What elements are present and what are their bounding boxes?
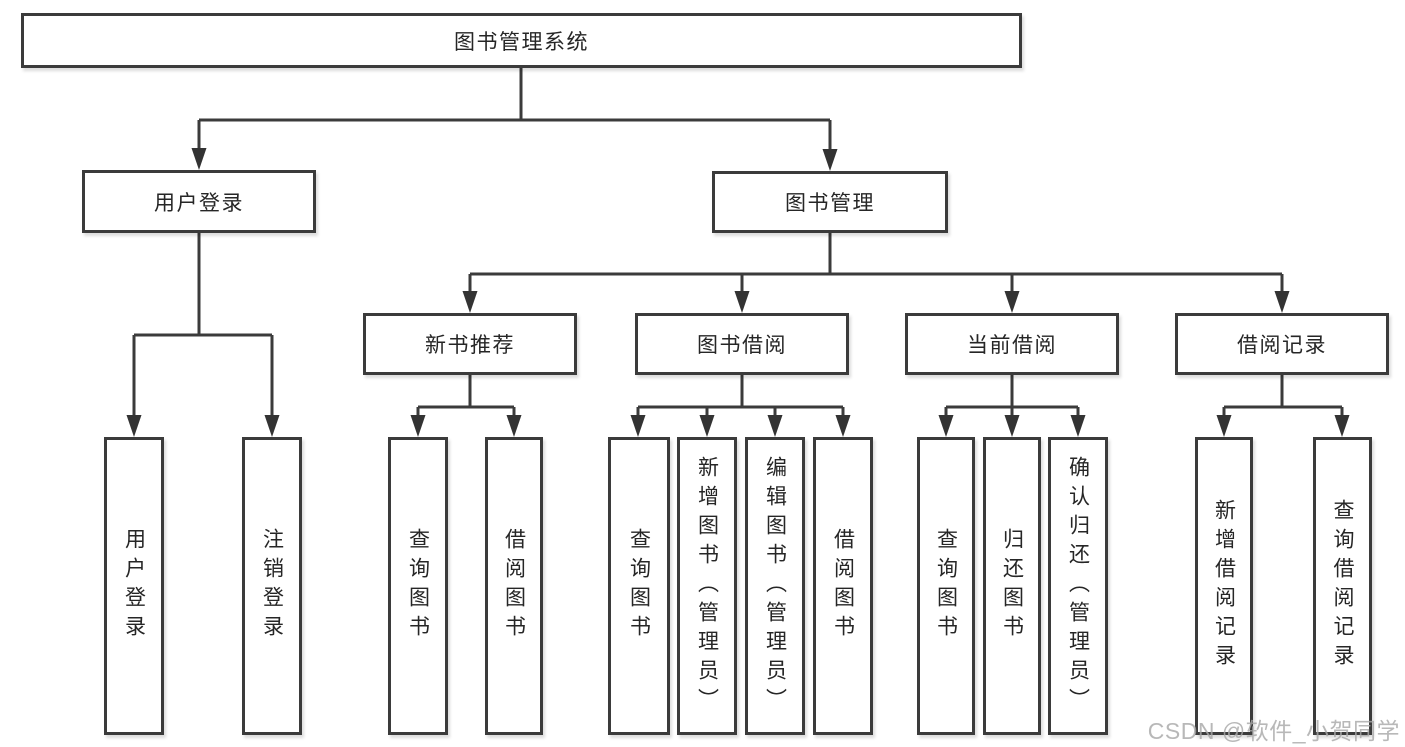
connector-line [468,233,1284,294]
node-label: 查询图书 [627,528,651,644]
connector-line [636,375,845,418]
leaf-user-login: 用户登录 [104,437,164,735]
leaf-query-books-current: 查询图书 [917,437,975,735]
leaf-edit-books-admin: 编辑图书（管理员） [745,437,805,735]
arrow-down-icon [630,415,646,437]
arrow-down-icon [1070,415,1086,437]
leaf-logout: 注销登录 [242,437,302,735]
leaf-add-books-admin: 新增图书（管理员） [677,437,737,735]
arrow-down-icon [506,415,522,437]
connector-current-borrowing [938,375,1086,437]
arrow-down-icon [1216,415,1232,437]
leaf-query-books-recommend: 查询图书 [388,437,448,735]
node-current-borrowing: 当前借阅 [905,313,1119,375]
leaf-borrow-books-recommend: 借阅图书 [485,437,543,735]
arrow-down-icon [734,291,750,313]
connector-line [944,375,1080,418]
node-label: 查询借阅记录 [1331,499,1354,673]
node-label: 借阅图书 [502,528,526,644]
node-label: 确认归还（管理员） [1066,455,1090,717]
node-user-login: 用户登录 [82,170,316,233]
node-new-book-recommendation: 新书推荐 [363,313,577,375]
connector-line [197,68,832,152]
arrow-down-icon [191,148,207,170]
node-label: 借阅记录 [1237,334,1327,357]
connector-book-borrowing [630,375,851,437]
node-label: 图书管理 [785,192,875,215]
node-label: 编辑图书（管理员） [763,455,787,717]
leaf-confirm-return-admin: 确认归还（管理员） [1048,437,1108,735]
leaf-return-books: 归还图书 [983,437,1041,735]
node-label: 图书借阅 [697,334,787,357]
arrow-down-icon [822,149,838,171]
node-borrowing-records: 借阅记录 [1175,313,1389,375]
node-label: 用户登录 [122,528,146,644]
arrow-down-icon [1334,415,1350,437]
connector-borrowing-records [1216,375,1350,437]
node-book-borrowing: 图书借阅 [635,313,849,375]
csdn-watermark: CSDN @软件_小贺同学 [1147,718,1400,744]
node-label: 查询图书 [934,528,958,644]
node-label: 图书管理系统 [454,30,589,54]
connector-book-management-to-modules [462,233,1290,313]
node-label: 新增图书（管理员） [695,455,719,717]
arrow-down-icon [699,415,715,437]
arrow-down-icon [938,415,954,437]
arrow-down-icon [264,415,280,437]
arrow-down-icon [1004,415,1020,437]
arrow-down-icon [1004,291,1020,313]
arrow-down-icon [126,415,142,437]
arrow-down-icon [1274,291,1290,313]
connector-line [132,233,274,418]
node-label: 注销登录 [260,528,284,644]
node-library-management-system: 图书管理系统 [21,13,1022,68]
node-label: 用户登录 [154,191,244,215]
leaf-query-books-borrow: 查询图书 [608,437,670,735]
node-label: 新增借阅记录 [1212,499,1236,673]
node-book-management: 图书管理 [712,171,948,233]
node-label: 查询图书 [406,528,430,644]
leaf-borrow-books-borrow: 借阅图书 [813,437,873,735]
connector-user-login-to-leaves [126,233,280,437]
arrow-down-icon [835,415,851,437]
connector-new-book-recommendation [410,375,522,437]
leaf-add-borrow-record: 新增借阅记录 [1195,437,1253,735]
node-label: 当前借阅 [967,334,1057,357]
leaf-query-borrow-record: 查询借阅记录 [1313,437,1372,735]
connector-line [416,375,516,418]
arrow-down-icon [410,415,426,437]
node-label: 归还图书 [1000,528,1024,644]
connector-root-to-branches [191,68,838,171]
arrow-down-icon [767,415,783,437]
arrow-down-icon [462,291,478,313]
node-label: 新书推荐 [425,334,515,357]
node-label: 借阅图书 [831,528,855,644]
connector-line [1222,375,1344,418]
